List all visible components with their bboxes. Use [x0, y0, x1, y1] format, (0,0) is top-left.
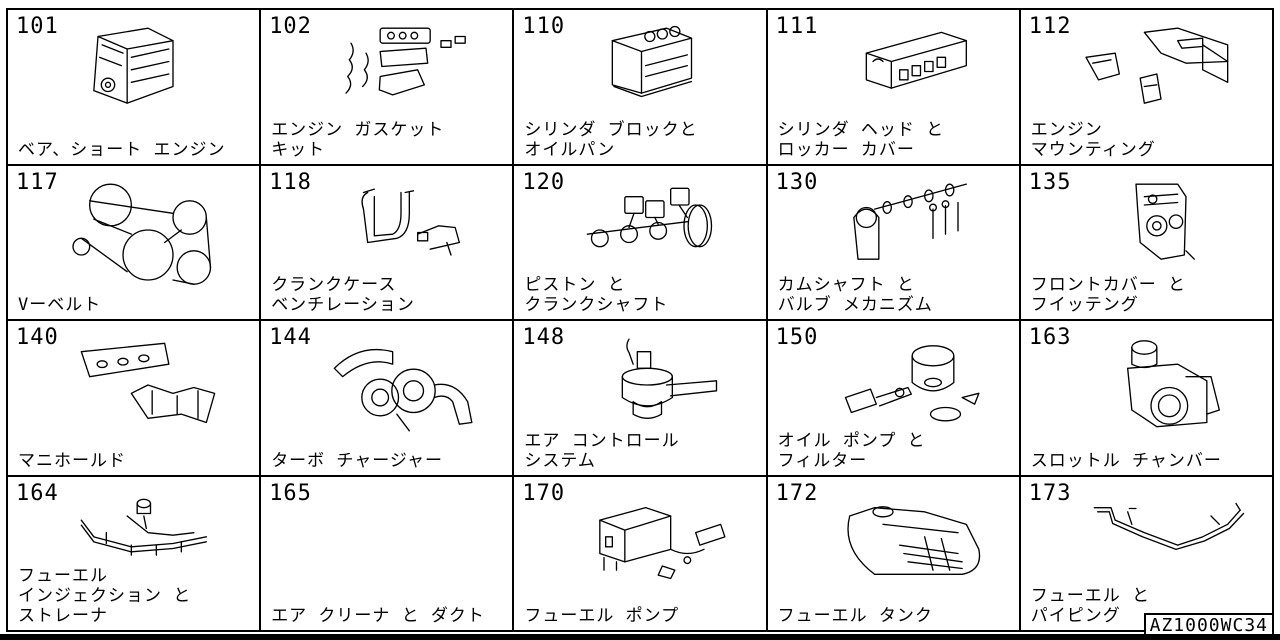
part-code: 101: [16, 14, 59, 39]
part-code: 118: [269, 169, 312, 195]
part-cell-118[interactable]: 118 クランクケース ベンチレーション: [261, 165, 515, 321]
part-cell-173[interactable]: 173 フューエル と パイピング: [1020, 476, 1274, 632]
part-code: 120: [522, 169, 566, 195]
part-label: エンジン ガスケット キット: [271, 119, 445, 160]
part-label: クランクケース ベンチレーション: [271, 275, 415, 315]
part-code: 140: [16, 325, 59, 350]
air-control-valve-icon: [622, 338, 718, 419]
part-label: シリンダ ヘッド と ロッカー カバー: [777, 119, 945, 160]
part-label: スロットル チャンバー: [1030, 450, 1222, 471]
part-code: 130: [775, 169, 819, 195]
part-cell-144[interactable]: 144 ターボ チャージャー: [261, 321, 515, 477]
part-cell-102[interactable]: 102 エンジン ガスケット キット: [261, 10, 515, 166]
part-label: Vーベルト: [18, 295, 102, 315]
gasket-kit-icon: [345, 27, 467, 96]
part-label: オイル ポンプ と フィルター: [777, 430, 926, 471]
part-code: 111: [775, 14, 819, 39]
part-label: フューエル と パイピング: [1030, 586, 1151, 626]
part-cell-165[interactable]: 165 エア クリーナ と ダクト: [261, 476, 515, 632]
part-code: 135: [1028, 169, 1072, 195]
piston-crankshaft-icon: [587, 187, 713, 247]
part-cell-148[interactable]: 148 エア コントロール システム: [514, 321, 768, 477]
fuel-injection-icon: [80, 498, 207, 556]
part-label: エンジン マウンティング: [1030, 119, 1156, 160]
part-label: ピストン と クランクシャフト: [524, 275, 669, 315]
part-code: 148: [522, 325, 566, 350]
bottom-rule: [0, 634, 1280, 640]
part-cell-135[interactable]: 135 フロントカバー と フイッテング: [1020, 165, 1274, 321]
parts-grid: 101 ベア、ショート エンジン 102 エンジン ガスケット キット 110 シリンダ …: [6, 8, 1274, 632]
short-engine-icon: [93, 27, 174, 104]
part-code: 112: [1028, 14, 1072, 39]
part-label: エア クリーナ と ダクト: [271, 606, 485, 626]
fuel-piping-icon: [1093, 502, 1244, 550]
engine-mount-icon: [1085, 27, 1229, 104]
part-cell-110[interactable]: 110 シリンダ ブロックと オイルパン: [514, 10, 768, 166]
part-cell-111[interactable]: 111 シリンダ ヘッド と ロッカー カバー: [767, 10, 1021, 166]
turbocharger-icon: [333, 348, 473, 432]
part-code: 164: [16, 480, 59, 506]
part-cell-140[interactable]: 140 マニホールド: [8, 321, 262, 477]
part-cell-101[interactable]: 101 ベア、ショート エンジン: [8, 10, 262, 166]
oil-pump-filter-icon: [844, 345, 980, 422]
cylinder-block-icon: [612, 25, 693, 98]
part-cell-164[interactable]: 164 フューエル インジェクション と ストレーナ: [8, 476, 262, 632]
v-belt-icon: [72, 183, 212, 285]
throttle-chamber-icon: [1126, 340, 1220, 428]
part-cell-172[interactable]: 172 フューエル タンク: [767, 476, 1021, 632]
part-label: マニホールド: [18, 450, 126, 471]
manifold-icon: [80, 342, 216, 424]
crankcase-vent-hose-icon: [361, 188, 461, 256]
part-cell-170[interactable]: 170 フューエル ポンプ: [514, 476, 768, 632]
part-code: 172: [775, 480, 819, 506]
reference-code: AZ1000WC34: [1143, 613, 1274, 638]
part-label: ターボ チャージャー: [271, 450, 444, 471]
part-label: フューエル インジェクション と ストレーナ: [18, 566, 192, 626]
part-label: カムシャフト と バルブ メカニズム: [777, 275, 933, 315]
part-code: 102: [269, 14, 312, 39]
part-code: 165: [269, 480, 312, 506]
part-code: 110: [522, 14, 566, 39]
part-label: エア コントロール システム: [524, 430, 680, 471]
cylinder-head-icon: [865, 31, 967, 89]
part-code: 173: [1028, 480, 1072, 506]
part-code: 117: [16, 169, 59, 195]
front-cover-icon: [1135, 183, 1195, 260]
part-cell-120[interactable]: 120 ピストン と クランクシャフト: [514, 165, 768, 321]
part-code: 170: [522, 480, 566, 506]
part-cell-130[interactable]: 130 カムシャフト と バルブ メカニズム: [767, 165, 1021, 321]
part-label: フロントカバー と フイッテング: [1030, 275, 1187, 315]
camshaft-valve-icon: [852, 183, 967, 260]
part-cell-163[interactable]: 163 スロットル チャンバー: [1020, 321, 1274, 477]
part-code: 144: [269, 325, 312, 350]
part-code: 163: [1028, 325, 1072, 350]
part-label: シリンダ ブロックと オイルパン: [524, 119, 698, 160]
part-label: フューエル タンク: [777, 606, 933, 626]
air-cleaner-icon: [301, 485, 501, 597]
fuel-pump-icon: [599, 506, 726, 579]
part-cell-112[interactable]: 112 エンジン マウンティング: [1020, 10, 1274, 166]
part-code: 150: [775, 325, 819, 350]
part-cell-150[interactable]: 150 オイル ポンプ と フィルター: [767, 321, 1021, 477]
fuel-tank-icon: [846, 505, 980, 575]
part-label: フューエル ポンプ: [524, 606, 680, 626]
part-label: ベア、ショート エンジン: [18, 139, 226, 160]
